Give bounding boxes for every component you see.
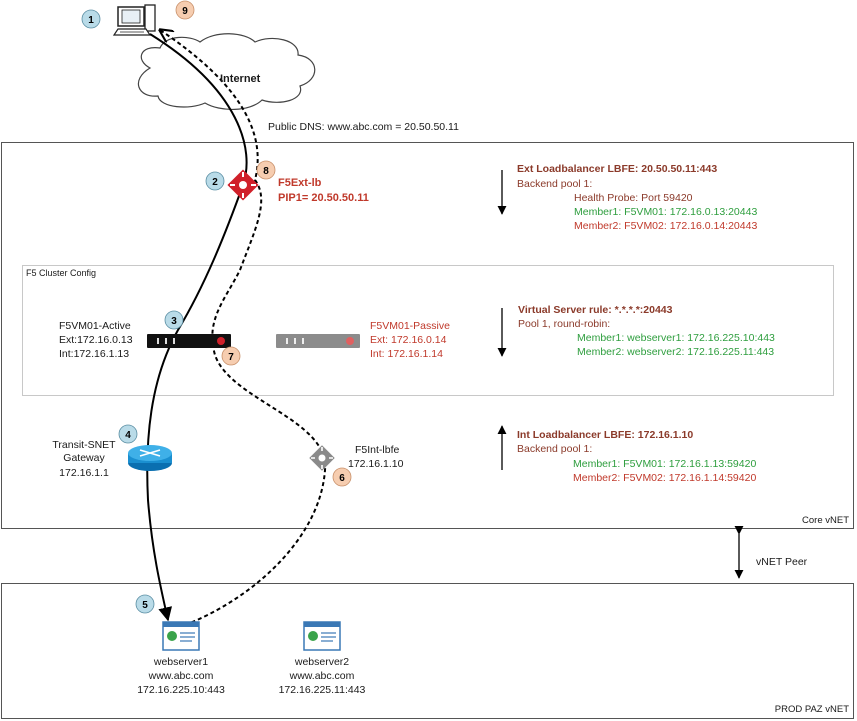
- web1-ip: 172.16.225.10:443: [137, 684, 225, 696]
- step-badge-1: 1: [81, 9, 101, 29]
- step-badge-4: 4: [118, 424, 138, 444]
- gateway-ip: 172.16.1.1: [59, 467, 109, 479]
- ext-lb-probe: Health Probe: Port 59420: [574, 192, 693, 204]
- vs-title: Virtual Server rule: *.*.*.*:20443: [518, 304, 673, 316]
- web2-name: webserver2: [294, 656, 350, 668]
- prod-vnet-box: [1, 583, 854, 719]
- svg-text:1: 1: [88, 15, 94, 26]
- svg-text:2: 2: [212, 177, 218, 188]
- passive-int: Int: 172.16.1.14: [370, 348, 443, 360]
- f5-cluster-label: F5 Cluster Config: [26, 268, 97, 278]
- step-badge-5: 5: [135, 594, 155, 614]
- web1-host: www.abc.com: [148, 670, 214, 682]
- response-flow-path: [160, 30, 327, 626]
- svg-text:9: 9: [182, 6, 188, 17]
- int-lb-member1: Member1: F5VM01: 172.16.1.13:59420: [573, 458, 757, 470]
- vnet-peer-label: vNET Peer: [756, 556, 808, 568]
- step-badge-7: 7: [221, 346, 241, 366]
- ext-lb-pool: Backend pool 1:: [517, 178, 593, 190]
- svg-text:5: 5: [142, 600, 148, 611]
- passive-ext: Ext: 172.16.0.14: [370, 334, 447, 346]
- ext-lb-title: Ext Loadbalancer LBFE: 20.50.50.11:443: [517, 163, 718, 175]
- int-lb-title: Int Loadbalancer LBFE: 172.16.1.10: [517, 429, 694, 441]
- internet-label: Internet: [220, 73, 261, 85]
- f5int-name: F5Int-lbfe: [355, 444, 400, 456]
- svg-text:7: 7: [228, 352, 234, 363]
- active-ext: Ext:172.16.0.13: [59, 334, 133, 346]
- prod-vnet-label: PROD PAZ vNET: [774, 704, 849, 715]
- f5-cluster-box: [22, 265, 834, 396]
- web1-name: webserver1: [153, 656, 209, 668]
- vs-pool: Pool 1, round-robin:: [518, 318, 611, 330]
- gateway-line2: Gateway: [63, 452, 105, 464]
- ext-lb-member2: Member2: F5VM02: 172.16.0.14:20443: [574, 220, 758, 232]
- core-vnet-box: [1, 142, 854, 529]
- active-name: F5VM01-Active: [59, 320, 131, 332]
- svg-text:4: 4: [125, 430, 131, 441]
- svg-text:8: 8: [263, 166, 269, 177]
- int-lb-pool: Backend pool 1:: [517, 443, 593, 455]
- request-flow-path: [146, 33, 248, 622]
- ext-lb-member1: Member1: F5VM01: 172.16.0.13:20443: [574, 206, 758, 218]
- webserver2-icon: [303, 621, 341, 651]
- f5ext-name: F5Ext-lb: [278, 177, 322, 189]
- f5-active-appliance-icon: [147, 334, 231, 348]
- svg-text:6: 6: [339, 473, 345, 484]
- core-vnet-label: Core vNET: [802, 515, 849, 526]
- step-badge-2: 2: [205, 171, 225, 191]
- vs-member2: Member2: webserver2: 172.16.225.11:443: [577, 346, 775, 358]
- public-dns-label: Public DNS: www.abc.com = 20.50.50.11: [268, 121, 459, 133]
- f5-int-lb-icon: [309, 445, 335, 471]
- web2-ip: 172.16.225.11:443: [278, 684, 366, 696]
- step-badge-6: 6: [332, 467, 352, 487]
- svg-text:3: 3: [171, 316, 177, 327]
- webserver1-icon: [162, 621, 200, 651]
- vs-member1: Member1: webserver1: 172.16.225.10:443: [577, 332, 775, 344]
- step-badge-3: 3: [164, 310, 184, 330]
- passive-name: F5VM01-Passive: [370, 320, 450, 332]
- f5-passive-appliance-icon: [276, 334, 360, 348]
- client-pc-icon: [112, 4, 156, 36]
- active-int: Int:172.16.1.13: [59, 348, 130, 360]
- f5-ext-lb-icon: [227, 169, 259, 201]
- internet-cloud-icon: [137, 33, 316, 111]
- f5ext-pip: PIP1= 20.50.50.11: [278, 192, 369, 204]
- gateway-line1: Transit-SNET: [52, 439, 116, 451]
- step-badge-9: 9: [175, 0, 195, 20]
- int-lb-member2: Member2: F5VM02: 172.16.1.14:59420: [573, 472, 757, 484]
- router-icon: [128, 445, 172, 471]
- step-badge-8: 8: [256, 160, 276, 180]
- web2-host: www.abc.com: [289, 670, 355, 682]
- f5int-ip: 172.16.1.10: [348, 458, 404, 470]
